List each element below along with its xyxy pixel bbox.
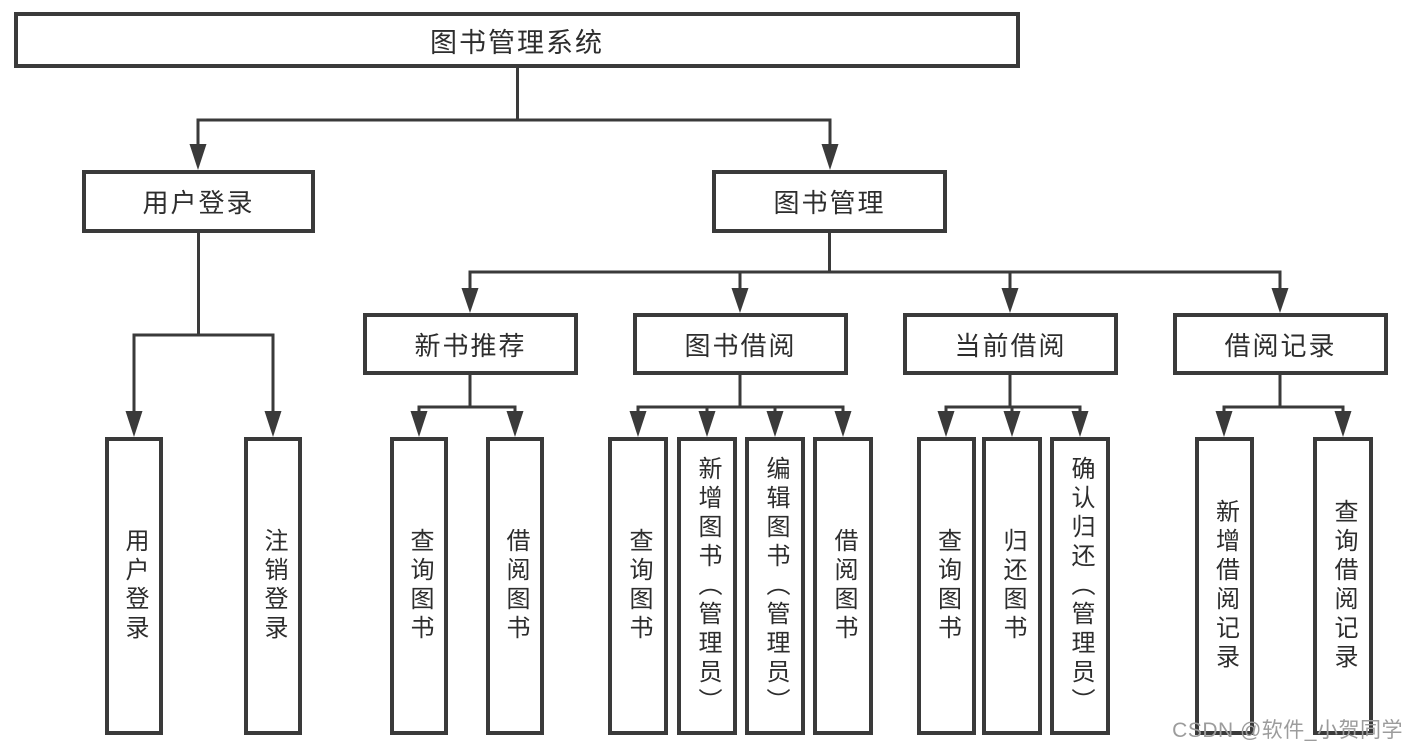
connector-root bbox=[196, 66, 832, 146]
leaf-query-books-1: 查询图书 bbox=[390, 437, 448, 735]
node-book-management: 图书管理 bbox=[712, 170, 947, 233]
connector-user-login-group bbox=[132, 231, 275, 413]
connector-book-borrow-group bbox=[636, 373, 845, 413]
node-library-management-system: 图书管理系统 bbox=[14, 12, 1020, 68]
arrow-icon bbox=[698, 411, 716, 437]
arrow-icon bbox=[821, 144, 839, 170]
node-current-borrow: 当前借阅 bbox=[903, 313, 1118, 375]
arrow-icon bbox=[189, 144, 207, 170]
connector-current-borrow-group bbox=[944, 373, 1082, 413]
arrow-icon bbox=[1003, 411, 1021, 437]
leaf-query-books-2: 查询图书 bbox=[608, 437, 668, 735]
arrow-icon bbox=[1071, 411, 1089, 437]
leaf-query-borrow-record: 查询借阅记录 bbox=[1313, 437, 1373, 735]
leaf-edit-books-admin: 编辑图书（管理员） bbox=[745, 437, 805, 735]
leaf-add-borrow-record: 新增借阅记录 bbox=[1195, 437, 1254, 735]
leaf-query-books-3: 查询图书 bbox=[917, 437, 976, 735]
arrow-icon bbox=[410, 411, 428, 437]
leaf-logout: 注销登录 bbox=[244, 437, 302, 735]
arrow-icon bbox=[937, 411, 955, 437]
leaf-confirm-return-admin: 确认归还（管理员） bbox=[1050, 437, 1110, 735]
leaf-borrow-books-2: 借阅图书 bbox=[813, 437, 873, 735]
node-borrow-records: 借阅记录 bbox=[1173, 313, 1388, 375]
node-new-book-recommend: 新书推荐 bbox=[363, 313, 578, 375]
arrow-icon bbox=[1215, 411, 1233, 437]
connector-borrow-records-group bbox=[1222, 373, 1345, 413]
arrow-icon bbox=[125, 411, 143, 437]
connector-new-book-group bbox=[417, 373, 517, 413]
leaf-return-books: 归还图书 bbox=[982, 437, 1042, 735]
arrowheads bbox=[125, 144, 1352, 437]
connector-book-mgmt-row bbox=[468, 231, 1282, 290]
arrow-icon bbox=[461, 288, 479, 313]
arrow-icon bbox=[629, 411, 647, 437]
node-book-borrow: 图书借阅 bbox=[633, 313, 848, 375]
node-user-login: 用户登录 bbox=[82, 170, 315, 233]
arrow-icon bbox=[506, 411, 524, 437]
arrow-icon bbox=[834, 411, 852, 437]
arrow-icon bbox=[731, 288, 749, 313]
arrow-icon bbox=[264, 411, 282, 437]
arrow-icon bbox=[1001, 288, 1019, 313]
leaf-add-books-admin: 新增图书（管理员） bbox=[677, 437, 737, 735]
arrow-icon bbox=[1271, 288, 1289, 313]
leaf-user-login: 用户登录 bbox=[105, 437, 163, 735]
csdn-watermark: CSDN @软件_小贺同学 bbox=[1172, 719, 1403, 742]
leaf-borrow-books-1: 借阅图书 bbox=[486, 437, 544, 735]
arrow-icon bbox=[766, 411, 784, 437]
arrow-icon bbox=[1334, 411, 1352, 437]
